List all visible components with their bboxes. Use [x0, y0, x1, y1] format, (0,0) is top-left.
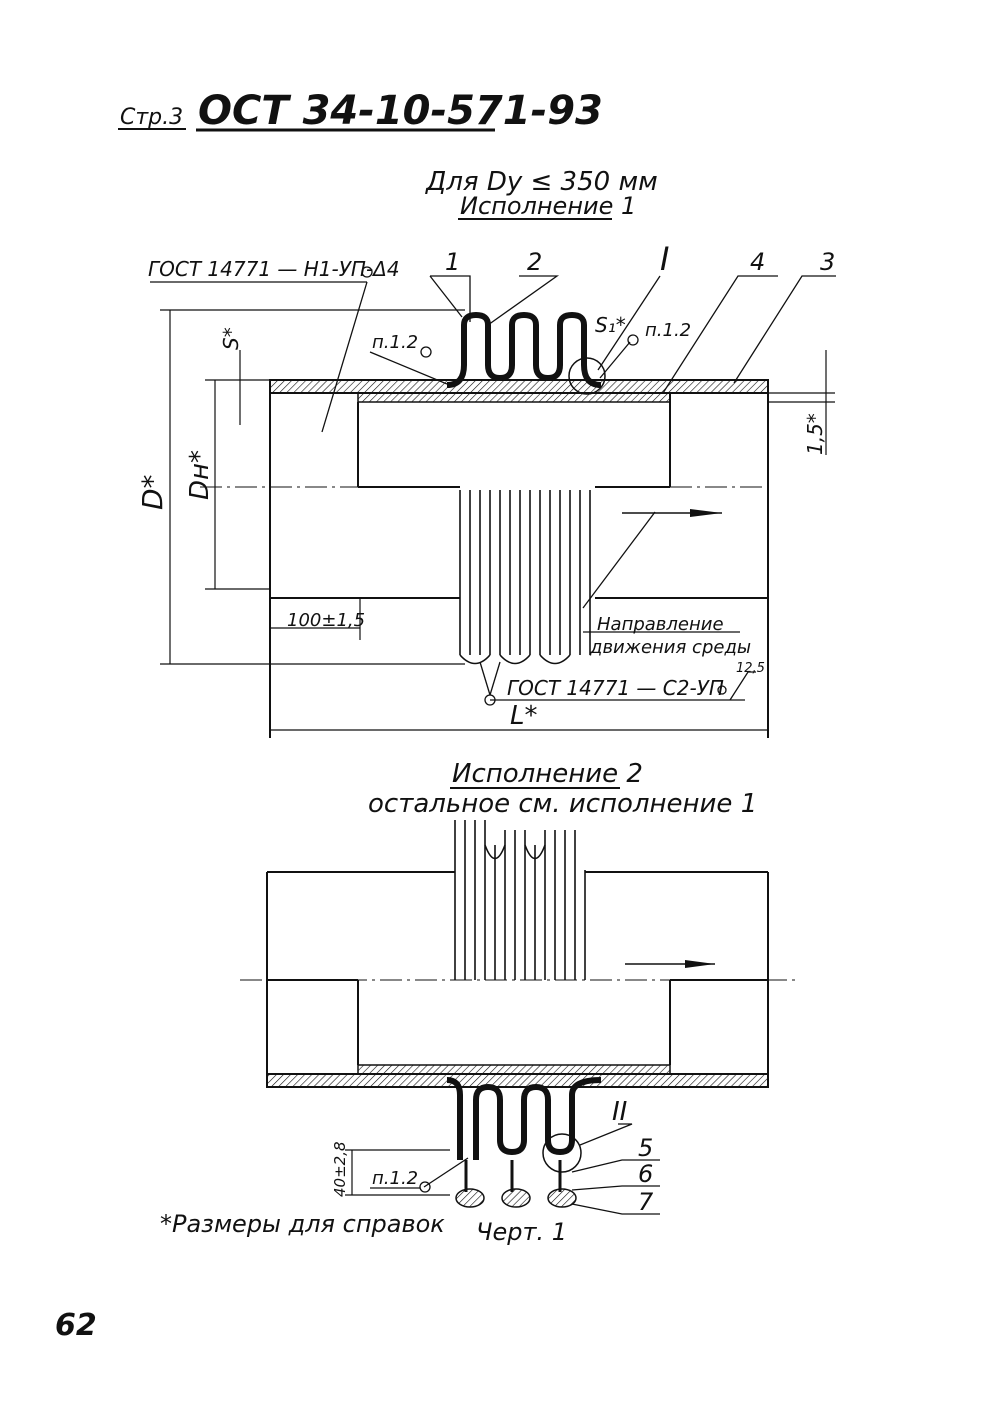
figure-label: Черт. 1	[476, 1218, 567, 1246]
weld-spec-bottom: ГОСТ 14771 — С2-УП	[507, 676, 724, 700]
ref-clause-v2: п.1.2	[372, 1168, 418, 1189]
flow-label-line2: движения среды	[589, 637, 751, 658]
weld-beads	[455, 1188, 577, 1208]
flow-label-line1: Направление	[597, 614, 724, 635]
page-number: 62	[55, 1308, 97, 1343]
bellows-lines-v2	[454, 820, 586, 980]
position-2: 2	[527, 248, 542, 276]
position-3: 3	[820, 248, 835, 276]
dimension-lines	[160, 309, 835, 731]
title-block: Для Dy ≤ 350 мм Исполнение 1	[425, 167, 658, 220]
dim-Dn: Dн*	[185, 450, 215, 500]
dim-40: 40±2,8	[331, 1141, 349, 1197]
bellows-section-v2	[446, 1077, 602, 1160]
variant2-subtitle: остальное см. исполнение 1	[368, 789, 757, 819]
pipe-wall-top	[269, 379, 769, 394]
detail-II-label: II	[612, 1097, 627, 1127]
dim-L: L*	[510, 701, 538, 731]
dim-1-5: 1,5*	[803, 413, 827, 455]
detail-I-label: I	[660, 240, 669, 278]
variant2-title: Исполнение 2	[452, 759, 643, 789]
weld-spec-top: ГОСТ 14771 — Н1-УП-Δ4	[148, 257, 400, 281]
inner-sleeve-v2	[357, 1064, 671, 1075]
size-condition: Для Dy ≤ 350 мм	[425, 167, 658, 197]
dim-100: 100±1,5	[287, 610, 365, 631]
standard-code: ОСТ 34-10-571-93	[198, 88, 603, 134]
detail-II-circle	[542, 1133, 582, 1173]
detail-I-circle	[568, 357, 606, 395]
pipe-wall-bottom	[266, 1073, 769, 1088]
page-reference: Стр.3	[120, 105, 183, 130]
variant1-drawing: ГОСТ 14771 — Н1-УП-Δ4 1 2 I 4 3 п.1.2 п.…	[136, 240, 836, 738]
position-4: 4	[750, 248, 765, 276]
ref-clause-left: п.1.2	[372, 332, 418, 353]
dim-D: D*	[136, 474, 169, 510]
variant2-heading: Исполнение 2 остальное см. исполнение 1	[368, 759, 757, 819]
variant1-title: Исполнение 1	[460, 192, 636, 220]
footnote: *Размеры для справок	[160, 1210, 445, 1238]
bellows-section	[446, 311, 602, 388]
position-5: 5	[638, 1134, 653, 1162]
position-7: 7	[638, 1188, 654, 1216]
position-1: 1	[445, 248, 460, 276]
dim-s1: S₁*	[595, 313, 626, 337]
inner-sleeve	[357, 392, 671, 403]
dim-s: S*	[219, 327, 243, 350]
bellows-lines	[459, 490, 591, 655]
surface-roughness: 12,5	[736, 661, 765, 676]
position-6: 6	[638, 1160, 653, 1188]
variant2-drawing: II 5 6 7 п.1.2 40±2,8	[240, 820, 800, 1216]
ref-clause-right: п.1.2	[645, 320, 691, 341]
header: Стр.3 ОСТ 34-10-571-93	[118, 88, 603, 134]
